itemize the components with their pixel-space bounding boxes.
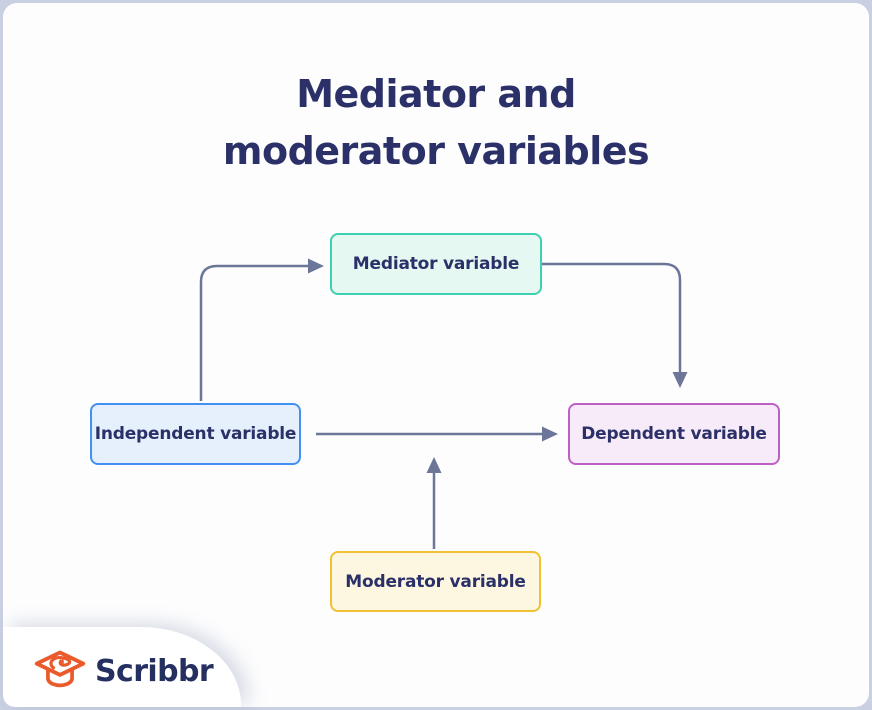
node-label: Moderator variable xyxy=(345,571,526,592)
page-title-line1: Mediator and xyxy=(296,72,576,116)
node-label: Dependent variable xyxy=(581,424,767,444)
scribbr-logo: Scribbr xyxy=(34,649,214,696)
page-title: Mediator and moderator variables xyxy=(0,66,872,180)
node-dependent-variable: Dependent variable xyxy=(568,403,780,465)
page-title-line2: moderator variables xyxy=(222,129,650,173)
node-independent-variable: Independent variable xyxy=(90,403,301,465)
logo-wordmark: Scribbr xyxy=(95,654,214,689)
graduation-cap-icon xyxy=(34,650,86,687)
node-label: Mediator variable xyxy=(352,254,520,274)
node-moderator-variable: Moderator variable xyxy=(330,551,541,612)
node-label: Independent variable xyxy=(94,424,297,444)
node-mediator-variable: Mediator variable xyxy=(330,233,542,295)
